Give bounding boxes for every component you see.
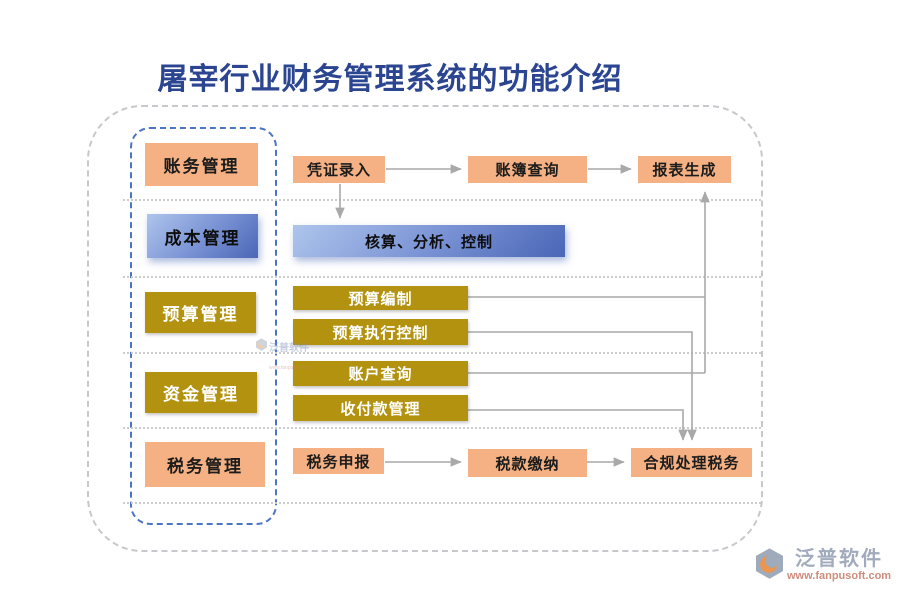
row-separator bbox=[123, 199, 761, 201]
watermark-brand-url: www.fanpusoft.com bbox=[269, 365, 313, 371]
node-funds-mgmt: 资金管理 bbox=[145, 372, 257, 413]
brand-name: 泛普软件 bbox=[795, 548, 884, 570]
fanpu-logo-icon bbox=[256, 338, 267, 351]
row-separator bbox=[123, 427, 761, 429]
fanpu-logo-icon bbox=[756, 548, 783, 579]
node-ledger-query: 账簿查询 bbox=[468, 156, 587, 183]
node-accounting-mgmt: 账务管理 bbox=[145, 143, 258, 186]
node-tax-payment: 税款缴纳 bbox=[468, 449, 587, 477]
node-payment-mgmt: 收付款管理 bbox=[293, 395, 468, 421]
page-title: 屠宰行业财务管理系统的功能介绍 bbox=[157, 63, 623, 96]
row-separator bbox=[123, 276, 761, 278]
node-budget-execution-control: 预算执行控制 bbox=[293, 319, 468, 345]
module-group-frame bbox=[130, 127, 277, 525]
watermark-center: 泛普软件 www.fanpusoft.com bbox=[256, 338, 336, 374]
brand-url: www.fanpusoft.com bbox=[787, 570, 892, 582]
node-account-query: 账户查询 bbox=[293, 361, 468, 386]
row-separator bbox=[123, 352, 761, 354]
node-tax-mgmt: 税务管理 bbox=[145, 442, 265, 487]
node-tax-filing: 税务申报 bbox=[293, 448, 384, 474]
node-report-generation: 报表生成 bbox=[638, 156, 731, 183]
outer-dashed-frame bbox=[87, 105, 763, 552]
node-cost-analysis-control: 核算、分析、控制 bbox=[293, 225, 565, 257]
watermark-brand-name: 泛普软件 bbox=[269, 343, 309, 354]
node-budget-preparation: 预算编制 bbox=[293, 286, 468, 310]
brand-logo: 泛普软件 www.fanpusoft.com bbox=[756, 548, 891, 582]
node-budget-mgmt: 预算管理 bbox=[145, 292, 256, 333]
node-voucher-entry: 凭证录入 bbox=[293, 156, 385, 183]
row-separator bbox=[123, 502, 761, 504]
node-cost-mgmt: 成本管理 bbox=[147, 214, 258, 258]
node-tax-compliance: 合规处理税务 bbox=[631, 448, 752, 477]
